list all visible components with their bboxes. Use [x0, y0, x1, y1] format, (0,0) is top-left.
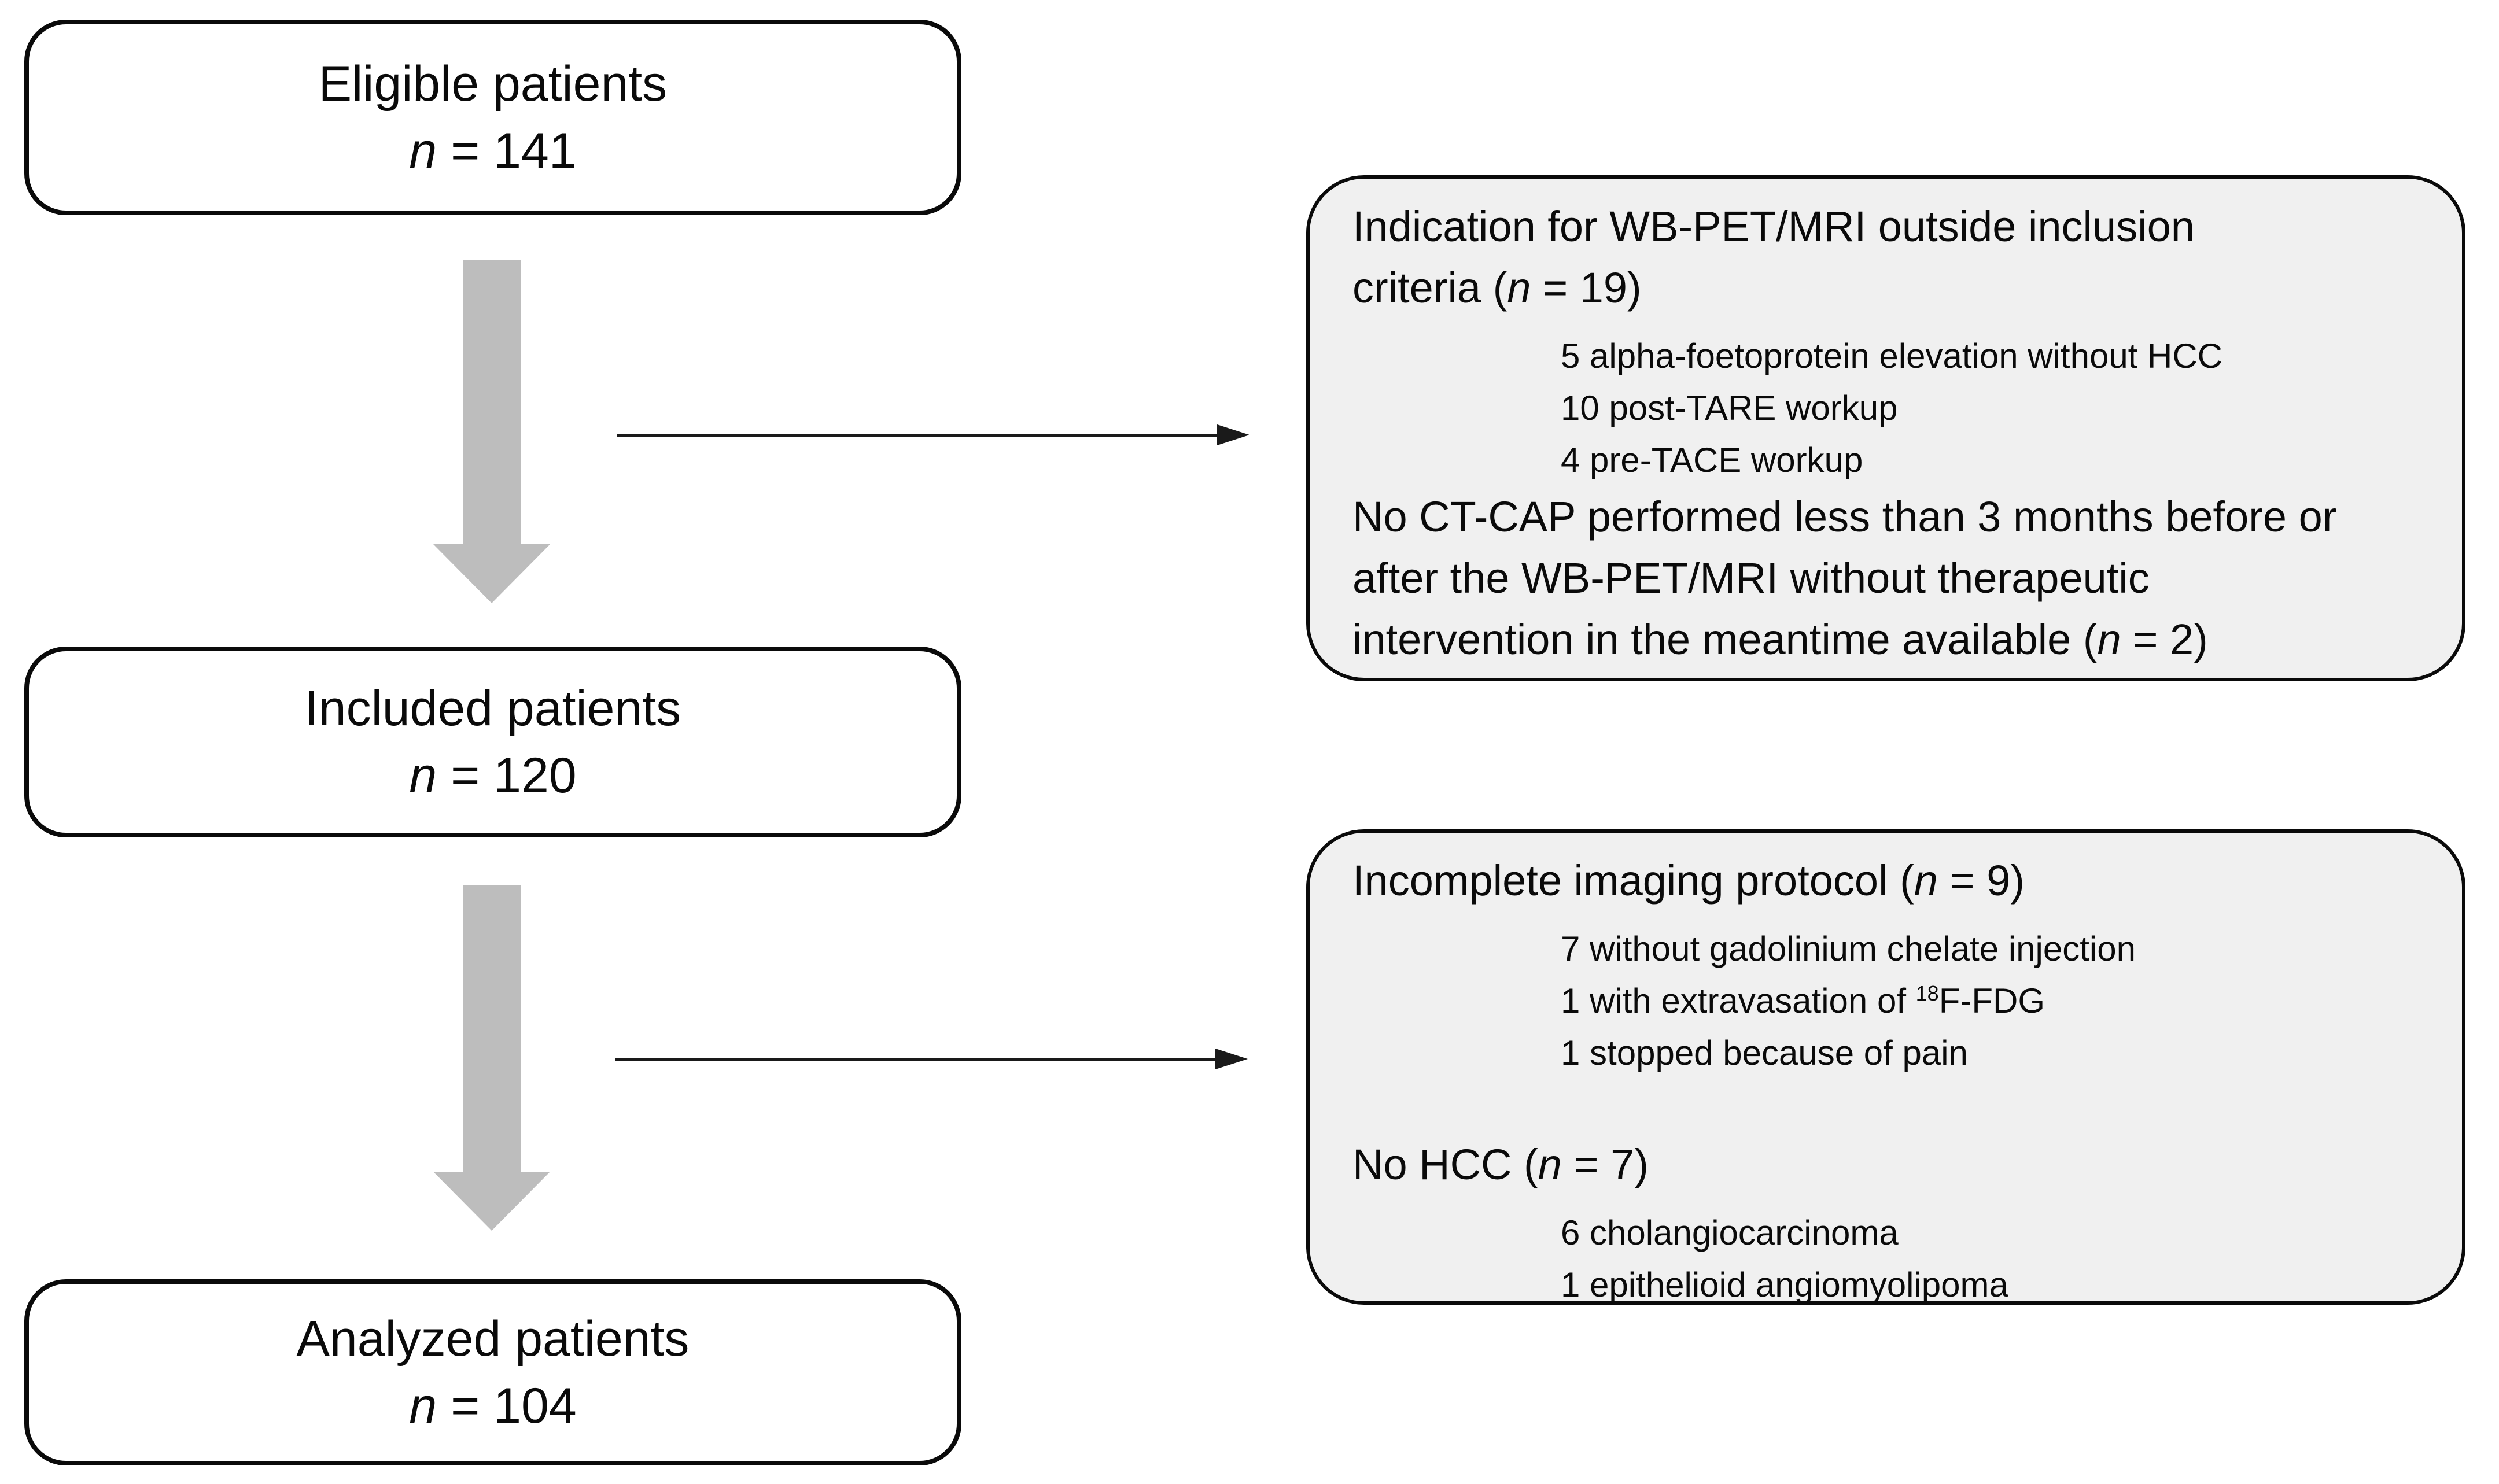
right-arrow-tip: [1217, 424, 1250, 445]
right-arrow-line: [615, 1058, 1219, 1061]
exclusion-item: 10 post-TARE workup: [1561, 389, 1898, 427]
flow-box-included: Included patients n = 120: [24, 647, 961, 837]
exclusion-box-content: Incomplete imaging protocol (n = 9) 7 wit…: [1310, 833, 2462, 1304]
exclusion-section-heading: Incomplete imaging protocol (n = 9): [1352, 850, 2430, 911]
exclusion-section-heading: No CT-CAP performed less than 3 months b…: [1352, 486, 2430, 670]
flow-box-analyzed: Analyzed patients n = 104: [24, 1279, 961, 1465]
exclusion-heading-line: No CT-CAP performed less than 3 months b…: [1352, 493, 2337, 541]
exclusion-heading-line: criteria (n = 19): [1352, 264, 1642, 312]
flow-box-count: n = 120: [409, 748, 577, 803]
exclusion-section-heading: No HCC (n = 7): [1352, 1134, 2430, 1195]
exclusion-section-heading: Indication for WB-PET/MRI outside inclus…: [1352, 196, 2430, 319]
exclusion-item: 6 cholangiocarcinoma: [1561, 1213, 1899, 1252]
down-arrow-head: [433, 544, 550, 603]
exclusion-heading-line: No HCC (n = 7): [1352, 1140, 1649, 1188]
exclusion-item: 5 alpha-foetoprotein elevation without H…: [1561, 337, 2223, 375]
down-arrow-head: [433, 1172, 550, 1231]
exclusion-heading-line: Incomplete imaging protocol (n = 9): [1352, 857, 2025, 905]
exclusion-box-inclusion-criteria: Indication for WB-PET/MRI outside inclus…: [1306, 175, 2465, 681]
right-arrow-icon: [617, 423, 1250, 446]
flow-box-count: n = 104: [409, 1378, 577, 1434]
exclusion-box-protocol-no-hcc: Incomplete imaging protocol (n = 9) 7 wit…: [1306, 829, 2465, 1305]
exclusion-heading-line: after the WB-PET/MRI without therapeutic: [1352, 554, 2150, 602]
exclusion-heading-line: Indication for WB-PET/MRI outside inclus…: [1352, 202, 2195, 250]
flow-box-count: n = 141: [409, 123, 577, 179]
right-arrow-tip: [1215, 1049, 1248, 1069]
down-arrow-shaft: [463, 885, 521, 1172]
right-arrow-icon: [615, 1047, 1248, 1070]
flow-box-title: Included patients: [304, 681, 681, 736]
exclusion-section-items: 7 without gadolinium chelate injection 1 …: [1561, 923, 2430, 1079]
exclusion-section-items: 5 alpha-foetoprotein elevation without H…: [1561, 330, 2430, 486]
exclusion-item: 1 with extravasation of 18F-FDG: [1561, 981, 2045, 1020]
exclusion-item: 1 epithelioid angiomyolipoma: [1561, 1265, 2008, 1304]
exclusion-section-spacer: [1352, 1079, 2430, 1134]
flow-box-title: Analyzed patients: [296, 1311, 690, 1367]
exclusion-item: 7 without gadolinium chelate injection: [1561, 929, 2136, 968]
exclusion-item: 1 stopped because of pain: [1561, 1033, 1968, 1072]
exclusion-heading-line: intervention in the meantime available (…: [1352, 615, 2208, 663]
exclusion-box-content: Indication for WB-PET/MRI outside inclus…: [1310, 179, 2462, 670]
flow-box-eligible: Eligible patients n = 141: [24, 20, 961, 215]
exclusion-section-items: 6 cholangiocarcinoma 1 epithelioid angiom…: [1561, 1207, 2430, 1304]
down-arrow-shaft: [463, 260, 521, 544]
exclusion-item: 4 pre-TACE workup: [1561, 441, 1863, 479]
flow-box-title: Eligible patients: [318, 56, 668, 112]
right-arrow-line: [617, 434, 1221, 437]
